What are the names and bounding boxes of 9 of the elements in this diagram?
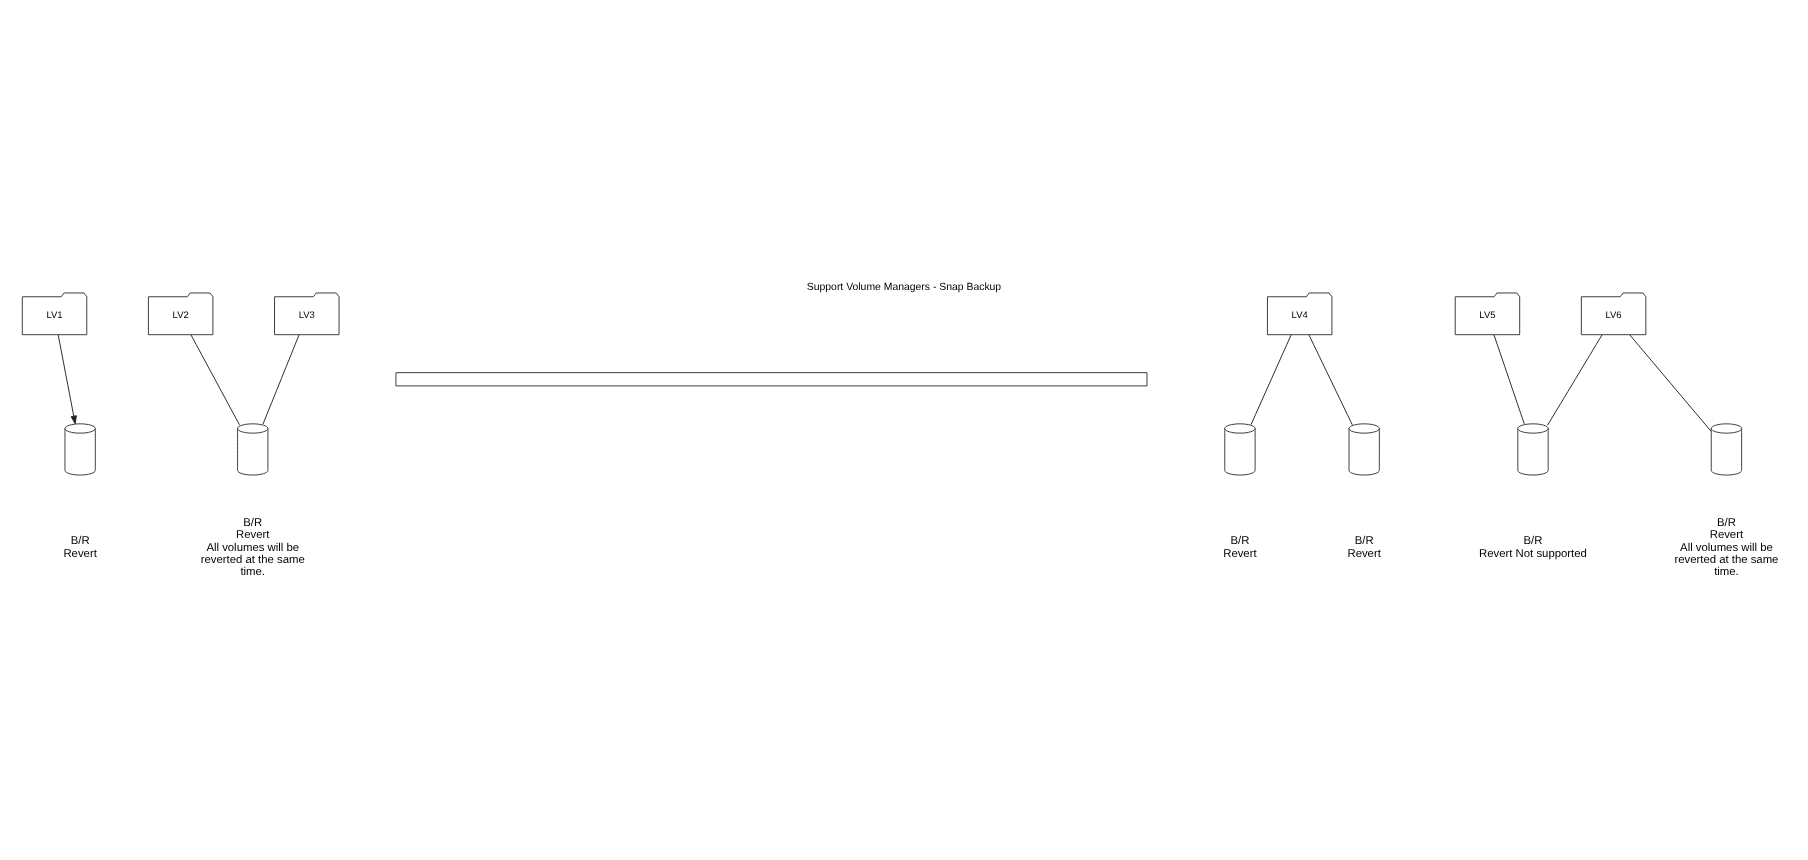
connector [262, 334, 300, 425]
connector [1629, 334, 1712, 432]
connector [1250, 334, 1292, 426]
connector [190, 334, 240, 426]
connector [1493, 334, 1525, 425]
connector [1308, 334, 1353, 426]
node-bar [395, 372, 1148, 387]
connector [1547, 334, 1603, 426]
arrow [57, 334, 77, 425]
